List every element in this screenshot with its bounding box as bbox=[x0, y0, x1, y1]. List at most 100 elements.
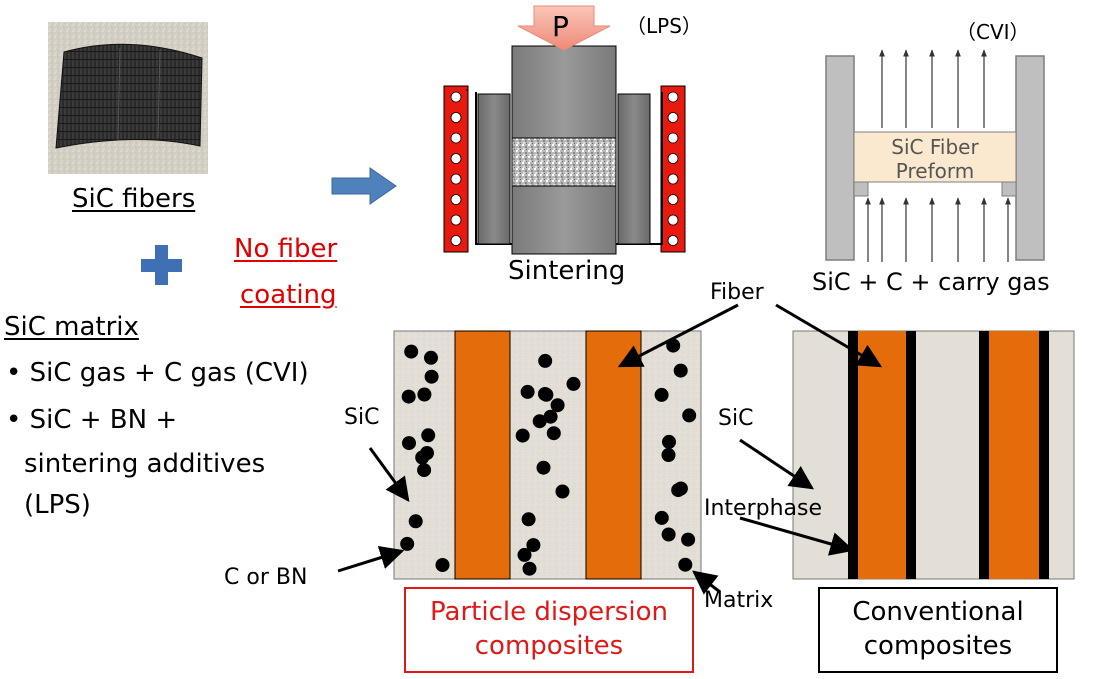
powder-sample bbox=[511, 137, 617, 187]
particle-dots bbox=[400, 338, 697, 576]
sintering-caption: Sintering bbox=[508, 256, 626, 286]
particle bbox=[522, 561, 537, 576]
hot-press-diagram bbox=[443, 5, 686, 255]
c-or-bn-annotation: C or BN bbox=[224, 565, 308, 590]
pressure-arrow-icon bbox=[517, 5, 611, 51]
particle bbox=[673, 481, 688, 496]
preform-label-line1: SiC Fiber bbox=[891, 135, 979, 159]
particle-caption-line1: Particle dispersion bbox=[430, 597, 668, 627]
fiber-annotation: Fiber bbox=[710, 280, 764, 305]
particle bbox=[673, 363, 688, 378]
cvi-caption: SiC + C + carry gas bbox=[812, 268, 1050, 296]
matrix-title: SiC matrix bbox=[4, 312, 139, 342]
particle bbox=[520, 384, 535, 399]
particle bbox=[654, 387, 669, 402]
interphase-annotation: Interphase bbox=[704, 496, 823, 521]
heater-coil-dot bbox=[667, 214, 679, 226]
particle-composite-caption: Particle dispersion composites bbox=[404, 587, 694, 673]
coating-label-line2: coating bbox=[240, 280, 337, 310]
fiber-strip bbox=[989, 331, 1039, 579]
conventional-caption-line2: composites bbox=[863, 631, 1013, 661]
particle bbox=[526, 538, 541, 553]
particle bbox=[521, 512, 536, 527]
particle bbox=[417, 387, 432, 402]
particle bbox=[421, 428, 436, 443]
lps-method-label: （LPS） bbox=[626, 14, 702, 38]
particle bbox=[420, 446, 434, 460]
particle bbox=[417, 463, 432, 478]
matrix-annotation: Matrix bbox=[704, 588, 774, 613]
reactor-wall-left bbox=[825, 55, 855, 261]
fiber-photo bbox=[48, 22, 208, 174]
matrix-bullet-2-text: SiC + BN + bbox=[29, 405, 178, 435]
fiber-strip bbox=[454, 330, 511, 580]
preform-label-line2: Preform bbox=[895, 159, 975, 183]
plus-icon bbox=[141, 245, 182, 285]
particle bbox=[566, 376, 581, 391]
gas-flow-arrows bbox=[865, 49, 1011, 262]
matrix-bullet-2: • SiC + BN + bbox=[6, 405, 178, 435]
heater-right bbox=[660, 85, 686, 253]
particle-composite-diagram bbox=[393, 330, 702, 580]
conventional-caption-line1: Conventional bbox=[852, 597, 1024, 627]
punch-top bbox=[511, 45, 617, 139]
particle bbox=[424, 369, 439, 384]
particle bbox=[408, 514, 423, 529]
arrow-right-icon bbox=[331, 167, 397, 205]
reactor-wall-right bbox=[1015, 55, 1045, 261]
heater-coil-dot bbox=[450, 173, 462, 185]
sic-annotation-left: SiC bbox=[344, 405, 380, 430]
preform-label: SiC Fiber Preform bbox=[854, 135, 1016, 183]
particle bbox=[555, 484, 570, 499]
sic-annotation-right: SiC bbox=[718, 406, 754, 431]
heater-coil-dot bbox=[450, 214, 462, 226]
coating-label-line1: No fiber bbox=[234, 234, 338, 264]
particle bbox=[661, 527, 676, 542]
particle bbox=[538, 353, 553, 368]
particle bbox=[539, 387, 554, 402]
matrix-bullet-1-text: SiC gas + C gas (CVI) bbox=[29, 358, 309, 388]
conventional-composite-caption: Conventional composites bbox=[818, 587, 1058, 673]
conventional-composite-diagram bbox=[792, 330, 1075, 580]
particle bbox=[546, 426, 561, 441]
die-right bbox=[617, 93, 651, 245]
particle-caption-line2: composites bbox=[474, 631, 624, 661]
heater-coil-dot bbox=[667, 235, 679, 246]
particle bbox=[515, 428, 530, 443]
particle bbox=[435, 558, 450, 572]
particle bbox=[666, 338, 681, 353]
particle bbox=[661, 448, 676, 462]
fiber-preform bbox=[853, 131, 1017, 183]
heater-coil-dot bbox=[667, 91, 679, 103]
heater-coil-dot bbox=[450, 194, 462, 205]
particle bbox=[402, 436, 416, 451]
heater-coil-dot bbox=[667, 153, 679, 164]
fiber-strip bbox=[858, 331, 906, 579]
heater-coil-dot bbox=[667, 194, 679, 205]
heater-coil-dot bbox=[450, 132, 462, 144]
matrix-bullet-2-line3: (LPS) bbox=[24, 490, 91, 520]
particle bbox=[536, 460, 551, 475]
particle bbox=[543, 409, 558, 424]
particle bbox=[404, 344, 419, 359]
particle bbox=[532, 414, 547, 429]
particle bbox=[517, 547, 532, 562]
particle bbox=[681, 532, 696, 547]
particle bbox=[682, 408, 697, 423]
heater-coil-dot bbox=[450, 91, 462, 103]
heater-coil-dot bbox=[450, 112, 462, 123]
die-left bbox=[477, 93, 511, 245]
particle bbox=[654, 510, 669, 525]
fiber-label: SiC fibers bbox=[72, 184, 196, 214]
matrix-bullet-1: • SiC gas + C gas (CVI) bbox=[6, 358, 309, 388]
matrix-bullet-2-line2: sintering additives bbox=[24, 449, 266, 479]
heater-coil-dot bbox=[450, 235, 462, 246]
heater-left bbox=[443, 85, 469, 253]
cvi-method-label: （CVI） bbox=[956, 20, 1030, 44]
particle bbox=[401, 389, 416, 404]
annotation-arrows bbox=[337, 303, 883, 595]
particle bbox=[424, 350, 438, 365]
particle bbox=[662, 434, 676, 449]
cvi-reactor-diagram bbox=[825, 49, 1045, 262]
